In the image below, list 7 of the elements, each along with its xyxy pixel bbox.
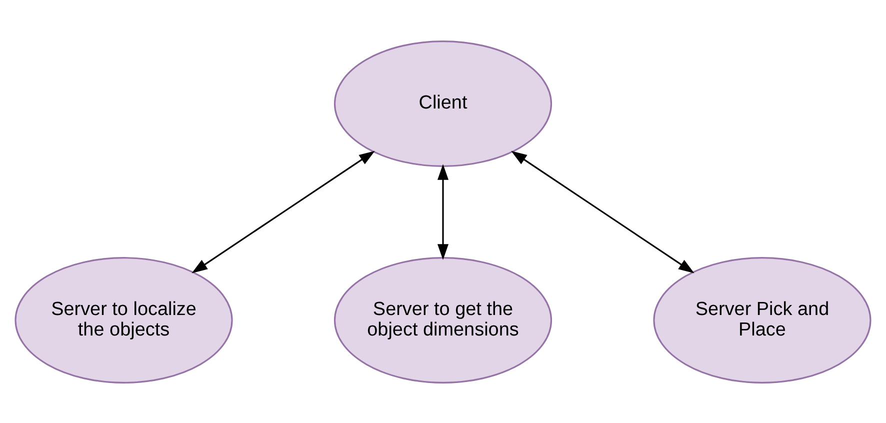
node-ellipse: Server to localize the objects (14, 256, 233, 383)
node-ellipse: Server to get the object dimensions (334, 256, 552, 383)
arrow (437, 164, 449, 260)
node-ellipse: Client (334, 40, 552, 166)
node-ellipse: Server Pick and Place (653, 256, 872, 383)
arrow (511, 150, 694, 273)
arrow (192, 150, 375, 273)
